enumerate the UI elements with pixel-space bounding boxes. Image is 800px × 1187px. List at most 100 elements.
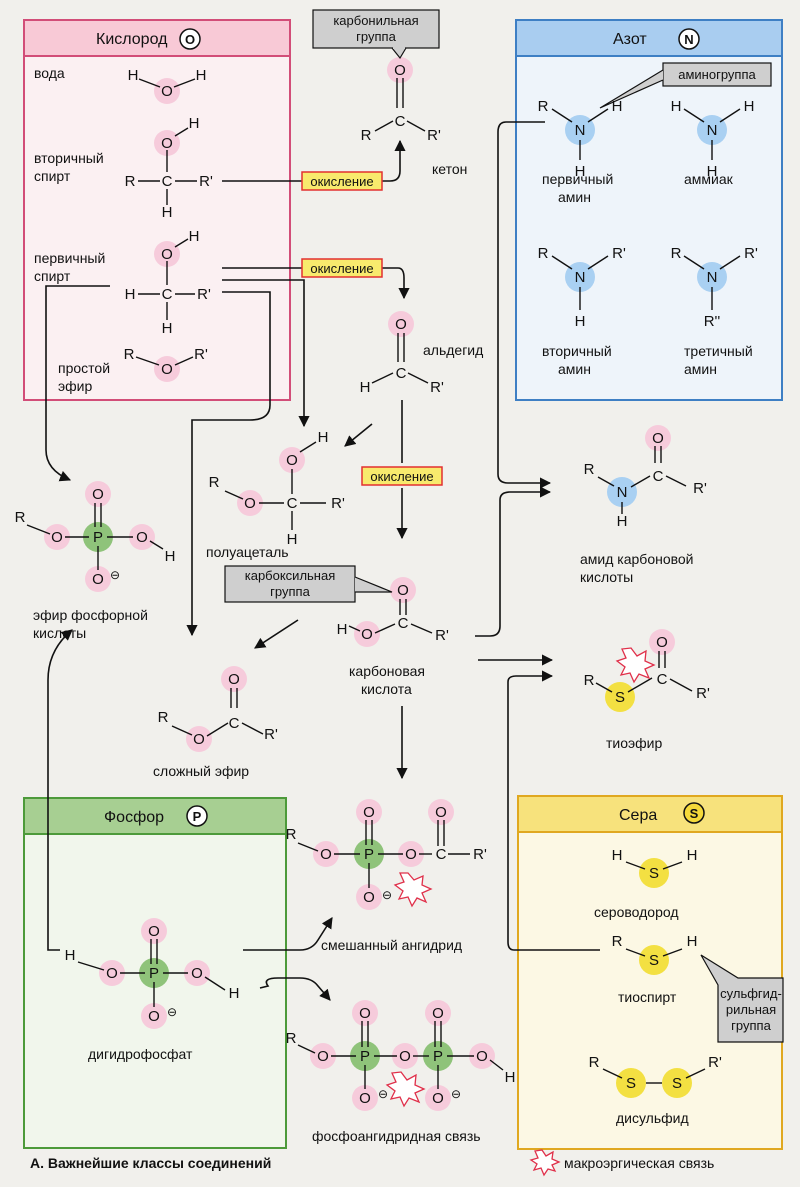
atom-symbol: H [337, 621, 348, 638]
atom-symbol: P [93, 529, 103, 546]
atom-symbol: O [161, 361, 173, 378]
label-water: вода [34, 65, 65, 81]
legend-macroergic: макроэргическая связь [564, 1155, 714, 1171]
atom-symbol: O [320, 846, 332, 863]
atom-symbol: O [359, 1090, 371, 1107]
label-ether-1: простой [58, 360, 110, 376]
label-mixed-anhydride: смешанный ангидрид [321, 937, 462, 953]
atom-symbol: O [193, 731, 205, 748]
label-dihydrophosphate: дигидрофосфат [88, 1046, 193, 1062]
sulfur-box: Сера S [517, 795, 783, 1150]
reaction-arrows [45, 121, 600, 1001]
atom-symbol: S [672, 1075, 682, 1092]
atom-symbol: O [161, 246, 173, 263]
phosphorus-badge: P [193, 809, 202, 824]
atom-symbol: R [538, 245, 549, 262]
atom-symbol: R' [197, 286, 211, 303]
label-aldehyde: альдегид [423, 342, 483, 358]
atom-symbol: C [398, 615, 409, 632]
atom-symbol: O [286, 452, 298, 469]
atom-symbol: P [364, 846, 374, 863]
label-phosphoanhydride-bond: фосфоангидридная связь [312, 1128, 481, 1144]
atom-symbol: N [707, 269, 718, 286]
atom-symbol: C [653, 468, 664, 485]
compound-labels: вода вторичный спирт первичный спирт про… [33, 65, 753, 1144]
atom-symbol: O [51, 529, 63, 546]
atom-symbol: O [656, 634, 668, 651]
negative-charge-sign: ⊖ [110, 568, 120, 582]
atom-symbol: C [657, 671, 668, 688]
atom-symbol: R' [199, 173, 213, 190]
label-hemiacetal: полуацеталь [206, 544, 289, 560]
atom-symbol: O [136, 529, 148, 546]
atom-symbol: O [244, 495, 256, 512]
atom-symbol: H [125, 286, 136, 303]
nitrogen-badge: N [684, 32, 693, 47]
atom-symbol: R' [430, 379, 444, 396]
atom-symbol: H [612, 98, 623, 115]
svg-text:сульфгид-: сульфгид- [720, 986, 782, 1001]
atom-symbol: O [432, 1005, 444, 1022]
label-ketone: кетон [432, 161, 467, 177]
atom-symbol: O [148, 923, 160, 940]
atom-symbol: O [476, 1048, 488, 1065]
phosphorus-box-title: Фосфор [104, 809, 164, 826]
oxidation-label-3: окисление [361, 466, 443, 486]
atom-symbol: N [575, 122, 586, 139]
oxygen-box-title: Кислород [96, 31, 168, 48]
label-ether-2: эфир [58, 378, 92, 394]
atom-symbol: P [433, 1048, 443, 1065]
carboxyl-callout: карбоксильная группа [224, 565, 393, 603]
label-disulfide: дисульфид [616, 1110, 689, 1126]
amino-callout: аминогруппа [599, 62, 772, 109]
label-thioester: тиоэфир [606, 735, 663, 751]
atom-symbol: O [652, 430, 664, 447]
atom-symbol: C [287, 495, 298, 512]
label-primary-amine-2: амин [558, 189, 591, 205]
atom-symbol: O [395, 316, 407, 333]
atom-symbol: R [158, 709, 169, 726]
label-amide-1: амид карбоновой [580, 551, 694, 567]
label-tertiary-amine-2: амин [684, 361, 717, 377]
atom-symbol: S [626, 1075, 636, 1092]
atom-symbol: R [612, 933, 623, 950]
atom-symbol: H [196, 67, 207, 84]
svg-text:окисление: окисление [370, 469, 433, 484]
label-primary-alcohol-2: спирт [34, 268, 71, 284]
atom-symbol: H [128, 67, 139, 84]
svg-text:окисление: окисление [310, 261, 373, 276]
svg-text:карбонильная: карбонильная [333, 13, 418, 28]
atom-symbol: H [65, 947, 76, 964]
atom-symbol: R' [612, 245, 626, 262]
atom-symbol: O [161, 135, 173, 152]
label-ammonia: аммиак [684, 171, 734, 187]
macroergic-bond-marks [385, 647, 656, 1177]
atom-symbol: H [162, 320, 173, 337]
carbonyl-callout: карбонильная группа [312, 9, 440, 60]
negative-charge-sign: ⊖ [378, 1087, 388, 1101]
label-primary-amine-1: первичный [542, 171, 613, 187]
atom-symbol: H [575, 313, 586, 330]
atom-symbol: O [363, 889, 375, 906]
bonds [26, 78, 741, 1089]
label-secondary-amine-2: амин [558, 361, 591, 377]
atom-symbol: R' [693, 480, 707, 497]
atom-symbol: H [687, 933, 698, 950]
label-ester: сложный эфир [153, 763, 249, 779]
label-thiol: тиоспирт [618, 989, 677, 1005]
atom-symbol: R [538, 98, 549, 115]
atom-symbol: R [15, 509, 26, 526]
atom-symbol: S [649, 865, 659, 882]
sulfur-box-title: Сера [619, 807, 657, 824]
atom-symbol: O [92, 486, 104, 503]
atom-symbol: R' [331, 495, 345, 512]
svg-text:карбоксильная: карбоксильная [245, 568, 336, 583]
nitrogen-box-title: Азот [613, 31, 647, 48]
atom-symbol: O [405, 846, 417, 863]
atom-symbol: O [435, 804, 447, 821]
atom-symbol: R' [696, 685, 710, 702]
atom-symbol: O [92, 571, 104, 588]
